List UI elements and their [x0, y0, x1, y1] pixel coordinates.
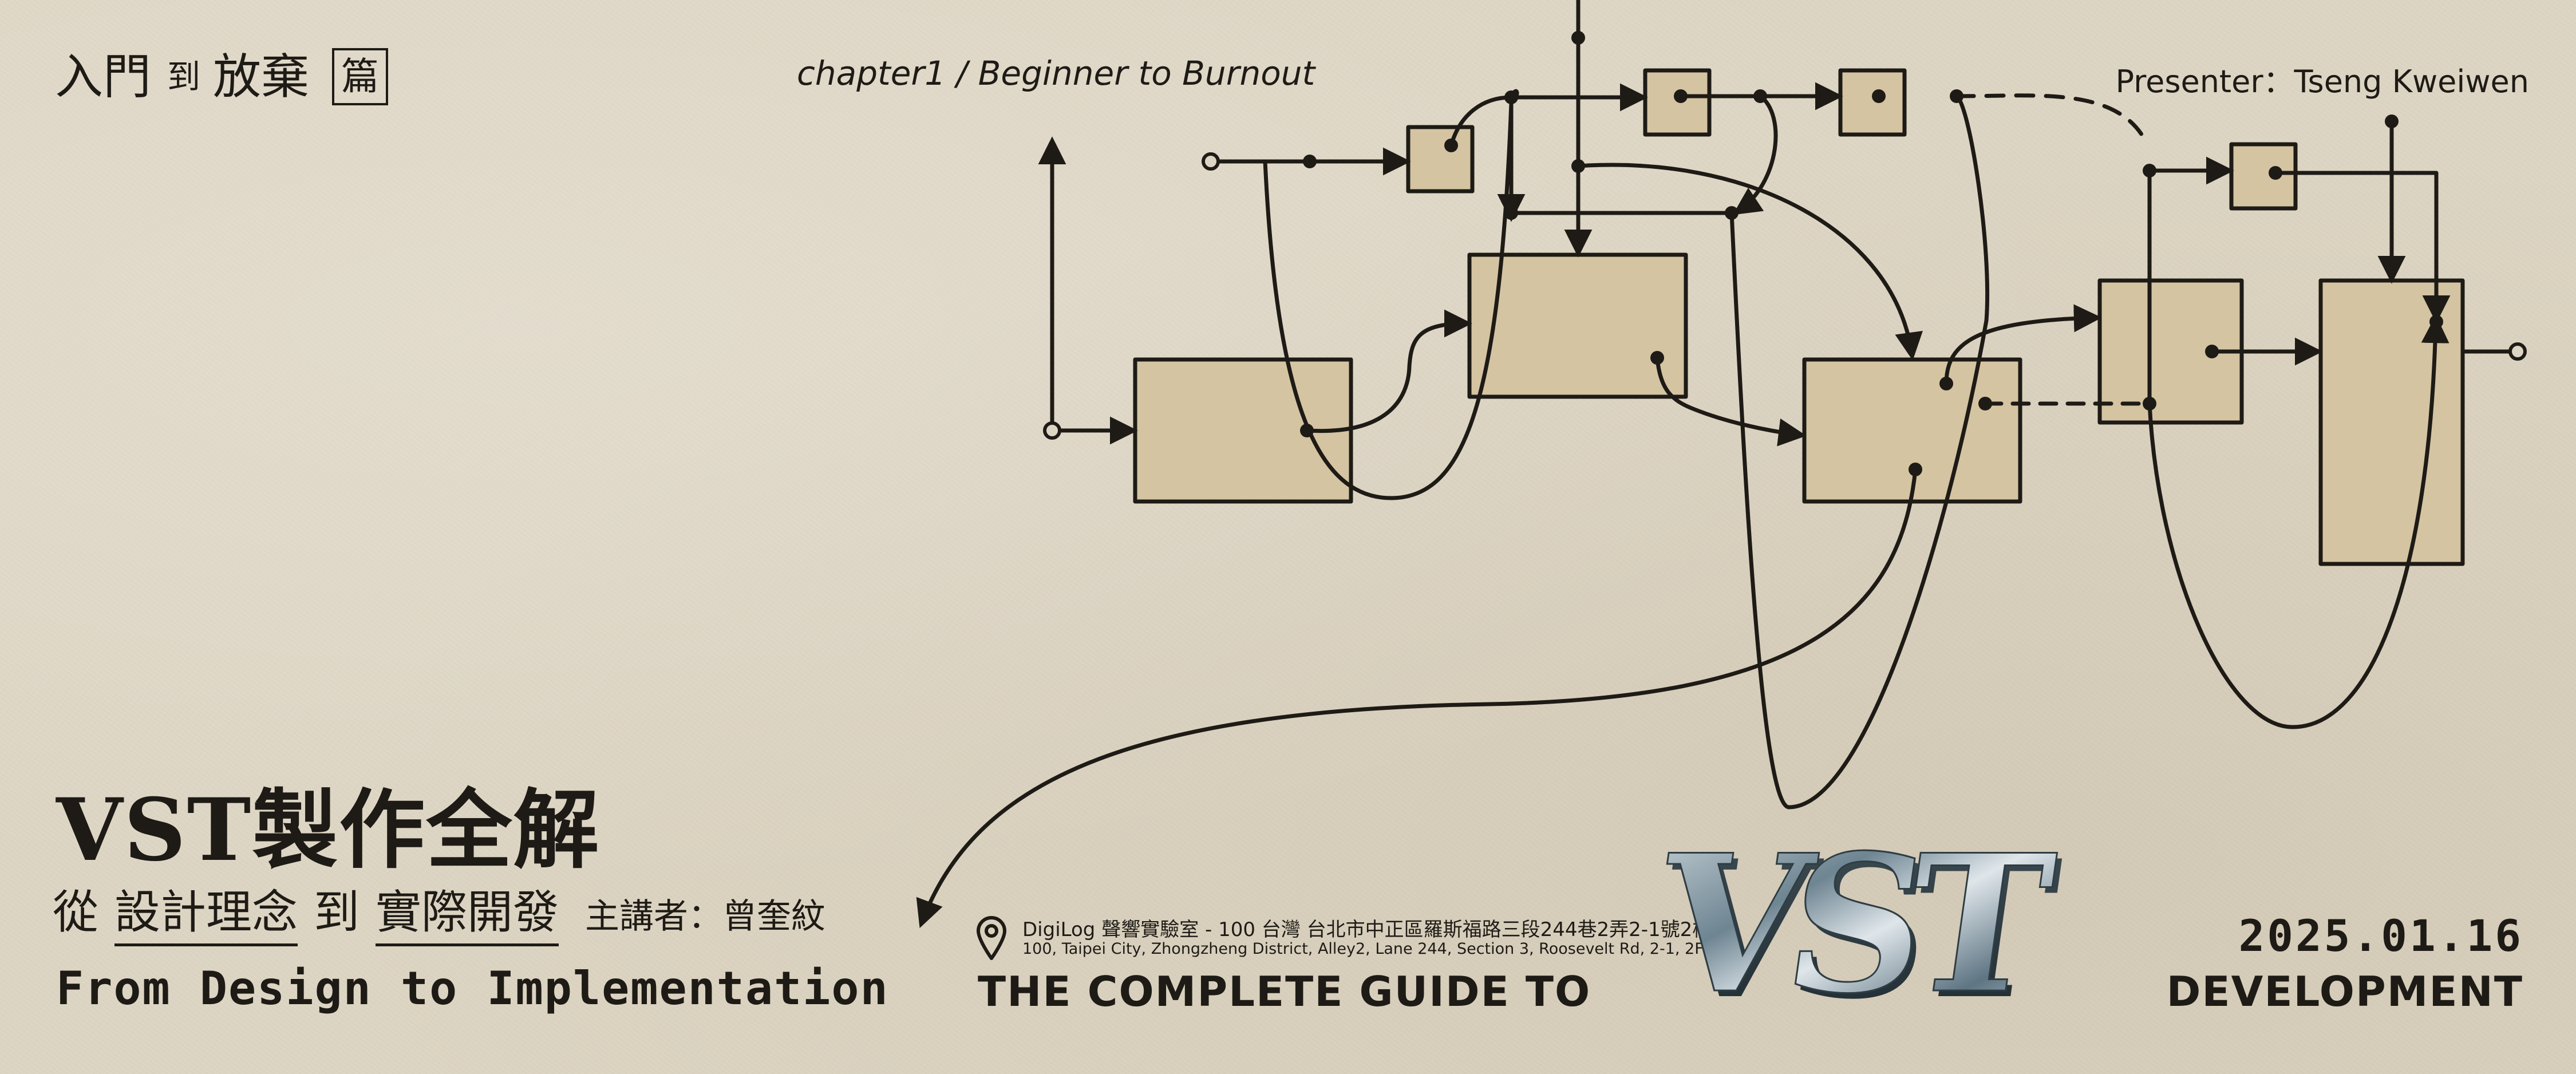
subtitle-to: 到 [314, 886, 359, 939]
subtitle-dev: 實際開發 [376, 884, 559, 946]
chapter-part1: 入門 [55, 49, 152, 105]
english-subtitle: From Design to Implementation [56, 962, 889, 1015]
vst-logo: VST VST [1641, 824, 2068, 1013]
presenter-label: Presenter：Tseng Kweiwen [2115, 64, 2529, 100]
diagram-box-small [2229, 142, 2298, 211]
venue-address-en: 100, Taipei City, Zhongzheng District, A… [1022, 940, 1704, 958]
chapter-tag: 篇 [332, 48, 389, 105]
chapter-part2: 放棄 [213, 49, 310, 105]
guide-prefix: THE COMPLETE GUIDE TO [978, 968, 1591, 1016]
diagram-box [1802, 357, 2022, 504]
diagram-box [1467, 252, 1688, 399]
diagram-box-small [1406, 125, 1475, 194]
vst-logo-text: VST [1641, 824, 2063, 1013]
location-pin-icon [977, 916, 1006, 960]
subtitle-design: 設計理念 [114, 884, 298, 946]
venue-address-zh: DigiLog 聲響實驗室 - 100 台灣 台北市中正區羅斯福路三段244巷2… [1022, 918, 1712, 941]
chapter-connector: 到 [167, 57, 201, 96]
vst-logo-shadow: VST [1646, 824, 2068, 1013]
event-date: 2025.01.16 [2238, 910, 2523, 961]
diagram-box-small [1838, 68, 1907, 137]
guide-suffix: DEVELOPMENT [2166, 968, 2523, 1016]
subtitle-from: 從 [53, 886, 98, 939]
chapter-label: 入門 到 放棄 篇 [55, 48, 389, 105]
lecturer-label: 主講者：曾奎紋 [585, 897, 825, 937]
main-title: VST製作全解 [56, 780, 600, 880]
diagram-box-small [1643, 68, 1712, 137]
subtitle-row: 從 設計理念 到 實際開發 主講者：曾奎紋 [53, 884, 825, 946]
chapter-subtitle: chapter1 / Beginner to Burnout [797, 54, 1315, 93]
